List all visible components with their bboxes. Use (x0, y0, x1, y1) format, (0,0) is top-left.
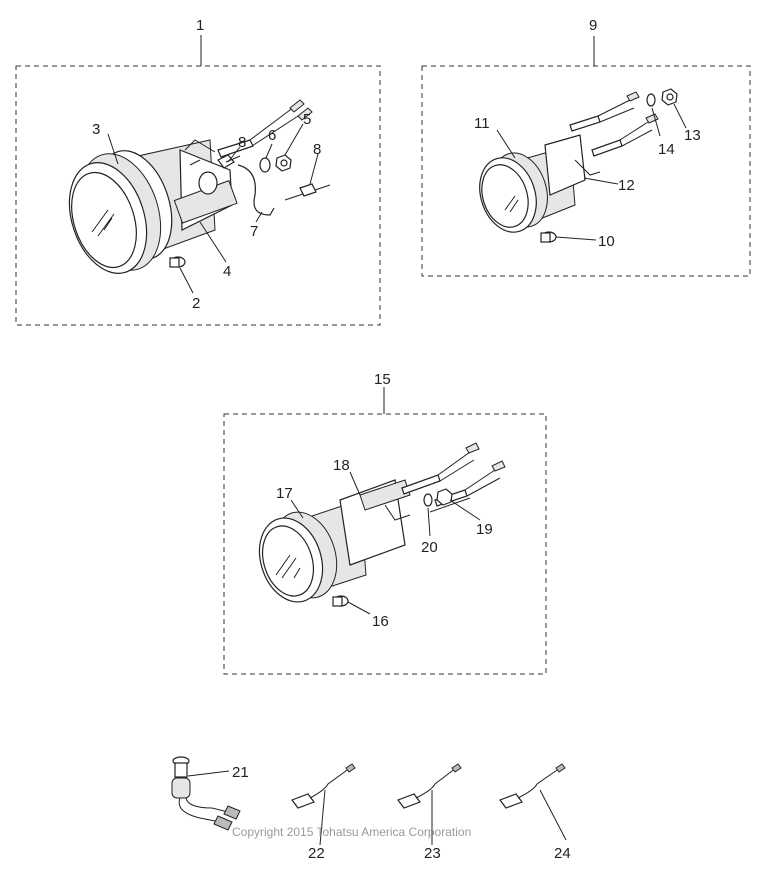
callout-12: 12 (618, 177, 635, 194)
copyright-watermark: Copyright 2015 Tohatsu America Corporati… (232, 825, 471, 839)
terminal-8b (284, 183, 331, 201)
callout-16: 16 (372, 613, 389, 630)
callout-3: 3 (92, 121, 100, 138)
callout-24: 24 (554, 845, 571, 862)
callout-14: 14 (658, 141, 675, 158)
gauge-17 (258, 479, 411, 603)
group-1-assembly: 1 (15, 17, 381, 326)
callout-22: 22 (308, 845, 325, 862)
callout-8b: 8 (313, 141, 321, 158)
callout-19: 19 (476, 521, 493, 538)
wire-harness-9 (569, 91, 659, 157)
part-23-lead: 23 (397, 763, 462, 862)
callout-20: 20 (421, 539, 438, 556)
gauge-11 (479, 134, 601, 233)
group-9-label: 9 (589, 17, 597, 34)
callout-13: 13 (684, 127, 701, 144)
washer-14 (646, 93, 656, 107)
part-21-switch: 21 (171, 756, 249, 831)
washer-6 (259, 157, 271, 173)
nut-19 (436, 488, 453, 506)
group-15-boundary (223, 413, 547, 675)
wire-harness-15 (401, 442, 506, 513)
callout-23: 23 (424, 845, 441, 862)
clip-7 (237, 164, 275, 216)
callout-4: 4 (223, 263, 231, 280)
bulb-16 (332, 595, 349, 607)
callout-11: 11 (474, 115, 490, 132)
callout-17: 17 (276, 485, 293, 502)
part-22-lead: 22 (291, 763, 356, 862)
callout-8a: 8 (238, 134, 246, 151)
group-15-label: 15 (374, 371, 391, 388)
part-24-lead: 24 (499, 763, 571, 862)
group-15-assembly: 15 17 (223, 371, 547, 675)
bulb-2 (169, 256, 186, 268)
callout-2: 2 (192, 295, 200, 312)
gauge-1 (68, 139, 238, 274)
group-1-label: 1 (196, 17, 204, 34)
group-9-assembly: 9 11 14 (421, 17, 751, 277)
group-9-boundary (421, 65, 751, 277)
callout-21: 21 (232, 764, 249, 781)
callout-10: 10 (598, 233, 615, 250)
callout-7: 7 (250, 223, 258, 240)
callout-18: 18 (333, 457, 350, 474)
group-1-boundary (15, 65, 381, 326)
wire-harness-1 (217, 99, 313, 158)
bulb-10 (540, 231, 557, 243)
callout-5: 5 (303, 111, 311, 128)
callout-6: 6 (268, 127, 276, 144)
washer-20 (423, 493, 433, 507)
